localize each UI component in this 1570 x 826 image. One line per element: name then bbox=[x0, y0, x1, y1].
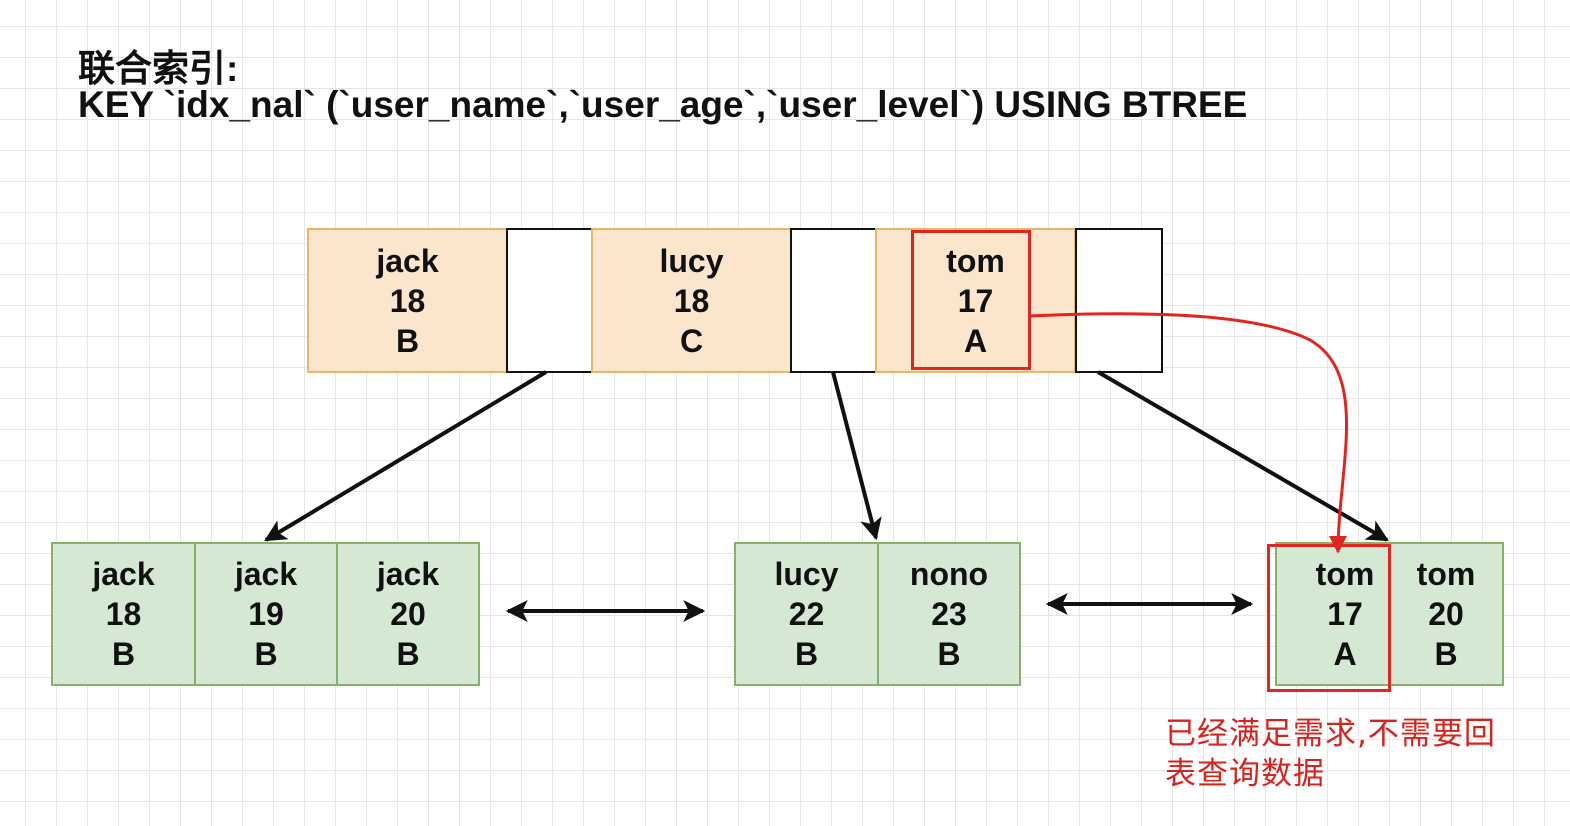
leaf-highlight-box bbox=[1267, 544, 1391, 692]
key-level: A bbox=[1333, 636, 1357, 672]
key-age: 18 bbox=[105, 596, 142, 632]
key-level: B bbox=[794, 636, 819, 672]
covering-index-note: 已经满足需求,不需要回 表查询数据 bbox=[1165, 714, 1496, 794]
root-key-tom: tom 17 A bbox=[875, 228, 1076, 373]
key-level: B bbox=[254, 636, 278, 672]
note-line-2: 表查询数据 bbox=[1165, 756, 1325, 792]
key-level: B bbox=[111, 636, 136, 672]
key-name: tom bbox=[1416, 556, 1476, 592]
key-name: jack bbox=[92, 556, 155, 592]
key-level: B bbox=[396, 636, 420, 672]
key-level: C bbox=[679, 322, 704, 359]
diagram-title: 联合索引: bbox=[78, 48, 239, 89]
key-name: jack bbox=[234, 556, 298, 592]
key-age: 23 bbox=[931, 596, 967, 632]
key-age: 17 bbox=[957, 282, 994, 319]
key-level: B bbox=[395, 322, 420, 359]
key-name: jack bbox=[376, 242, 439, 279]
root-highlight-box bbox=[911, 230, 1031, 370]
key-name: nono bbox=[909, 556, 989, 592]
key-level: B bbox=[1434, 636, 1458, 672]
leaf-key-jack-19: jack 19 B bbox=[194, 542, 338, 686]
root-key-jack: jack 18 B bbox=[307, 228, 508, 373]
key-name: lucy bbox=[659, 242, 724, 279]
key-name: lucy bbox=[774, 556, 839, 592]
key-age: 18 bbox=[389, 282, 426, 319]
key-name: tom bbox=[946, 242, 1005, 279]
key-age: 20 bbox=[390, 596, 426, 632]
key-name: tom bbox=[1315, 556, 1375, 592]
leaf-key-jack-18: jack 18 B bbox=[51, 542, 196, 686]
key-name: jack bbox=[376, 556, 440, 592]
arrow-to-leaf-1 bbox=[264, 370, 548, 542]
arrow-to-leaf-2 bbox=[831, 371, 882, 541]
root-key-lucy: lucy 18 C bbox=[591, 228, 792, 373]
key-age: 17 bbox=[1327, 596, 1363, 632]
highlight-path-arrow bbox=[1029, 312, 1348, 554]
note-line-1: 已经满足需求,不需要回 bbox=[1165, 716, 1496, 752]
leaf-key-nono-23: nono 23 B bbox=[877, 542, 1021, 686]
key-level: B bbox=[937, 636, 961, 672]
key-age: 19 bbox=[248, 596, 284, 632]
key-age: 18 bbox=[673, 282, 710, 319]
key-age: 20 bbox=[1428, 596, 1464, 632]
leaf-key-lucy-22: lucy 22 B bbox=[734, 542, 879, 686]
leaf-key-jack-20: jack 20 B bbox=[336, 542, 480, 686]
root-pointer-3 bbox=[1075, 228, 1163, 373]
index-definition: KEY `idx_nal` (`user_name`,`user_age`,`u… bbox=[78, 84, 1248, 125]
key-level: A bbox=[963, 322, 988, 359]
key-age: 22 bbox=[788, 596, 825, 632]
